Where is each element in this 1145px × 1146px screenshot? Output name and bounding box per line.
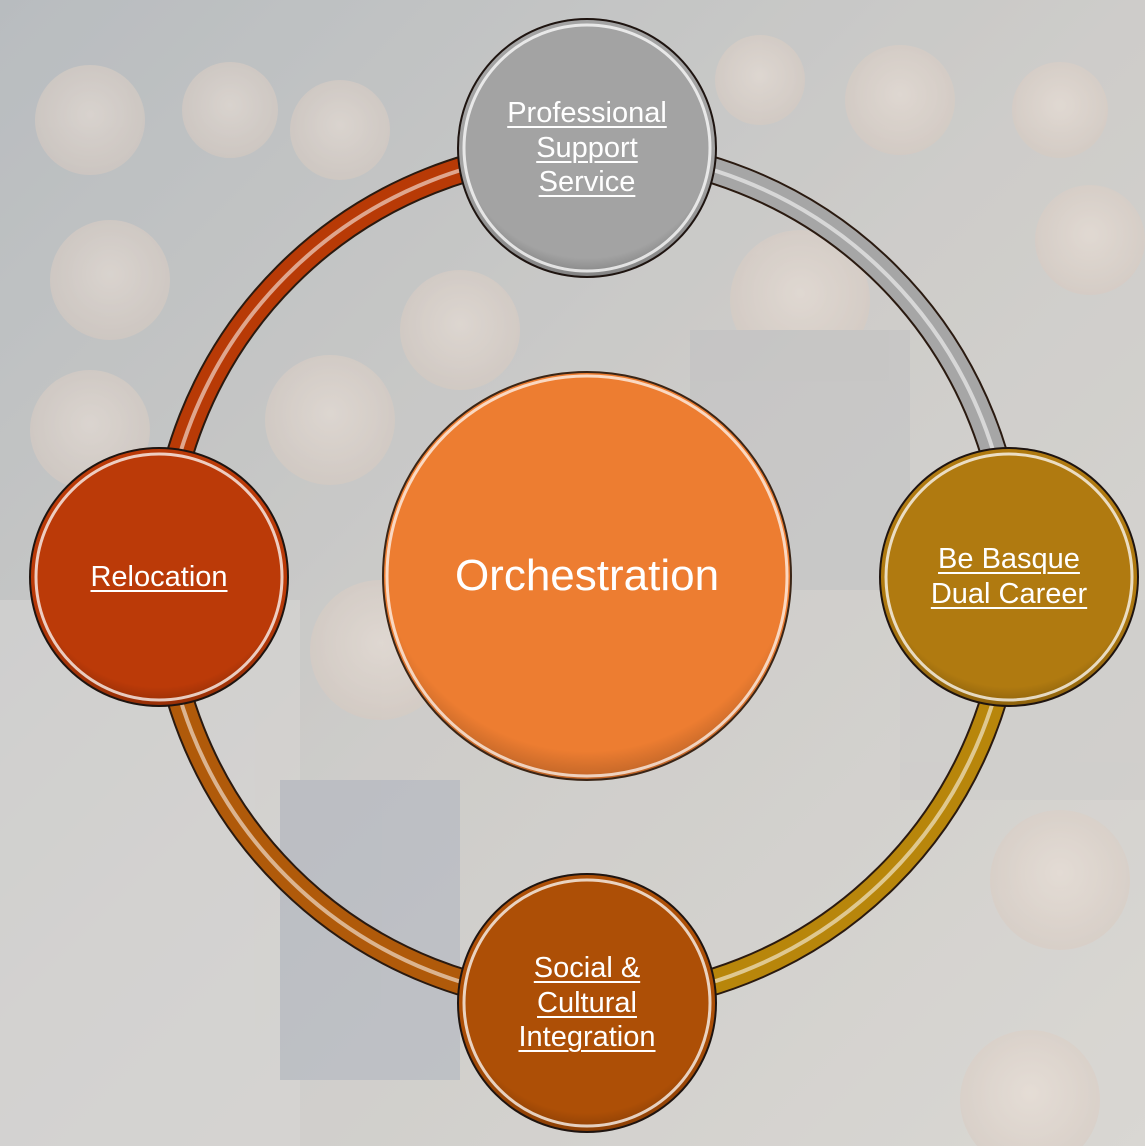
social-cultural-integration-node-rim	[462, 878, 712, 1128]
social-cultural-integration-label-box: Social & Cultural Integration	[472, 888, 702, 1118]
center-label: Orchestration	[454, 551, 720, 600]
professional-support-service-node-rim	[462, 23, 712, 273]
be-basque-dual-career-label-box: Be Basque Dual Career	[894, 462, 1124, 692]
professional-support-service-link[interactable]: Professional Support Service	[507, 96, 667, 199]
center-label-box: Orchestration	[387, 516, 787, 636]
professional-support-service-label-box: Professional Support Service	[472, 33, 702, 263]
center-circle-rim	[385, 374, 789, 778]
social-cultural-integration-node	[459, 875, 715, 1131]
relocation-node-rim	[34, 452, 284, 702]
be-basque-dual-career-link[interactable]: Be Basque Dual Career	[930, 543, 1088, 610]
center-circle	[382, 371, 792, 781]
relocation-node	[31, 449, 287, 705]
professional-support-service-node	[459, 20, 715, 276]
relocation-label-box: Relocation	[44, 462, 274, 692]
be-basque-dual-career-node	[881, 449, 1137, 705]
social-cultural-integration-link[interactable]: Social & Cultural Integration	[518, 951, 656, 1054]
be-basque-dual-career-node-rim	[884, 452, 1134, 702]
relocation-link[interactable]: Relocation	[90, 560, 228, 593]
